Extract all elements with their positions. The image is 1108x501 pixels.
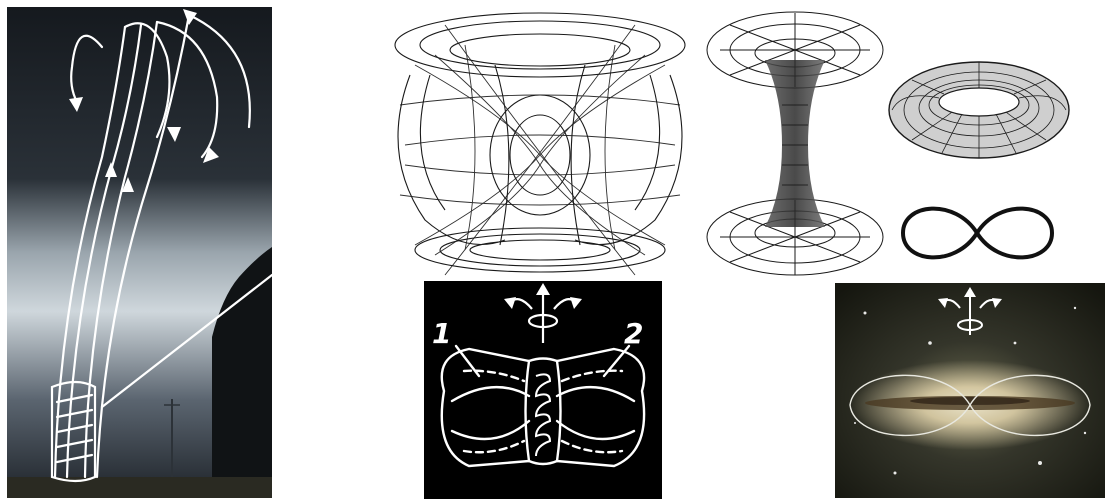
wormhole-panel	[700, 5, 890, 283]
wormhole-wireframe	[700, 5, 890, 283]
tornado-photo	[7, 7, 272, 498]
torus-panel	[882, 50, 1077, 170]
central-coil	[536, 374, 550, 456]
label-2: 2	[624, 317, 643, 350]
label-1: 1	[432, 317, 451, 350]
vortex-cross-section-panel: 1 2	[424, 281, 662, 499]
torus-wireframe	[882, 50, 1077, 170]
rotation-indicator	[509, 291, 577, 343]
toroidal-vortex-wireframe	[385, 5, 695, 280]
toroidal-vortex-panel	[385, 5, 695, 280]
galaxy-photo	[835, 283, 1105, 498]
infinity-panel	[895, 198, 1060, 268]
vortex-cross-section: 1 2	[424, 281, 662, 499]
infinity-loop	[895, 198, 1060, 268]
tornado-photo-panel	[7, 7, 272, 498]
galaxy-photo-panel	[835, 283, 1105, 498]
